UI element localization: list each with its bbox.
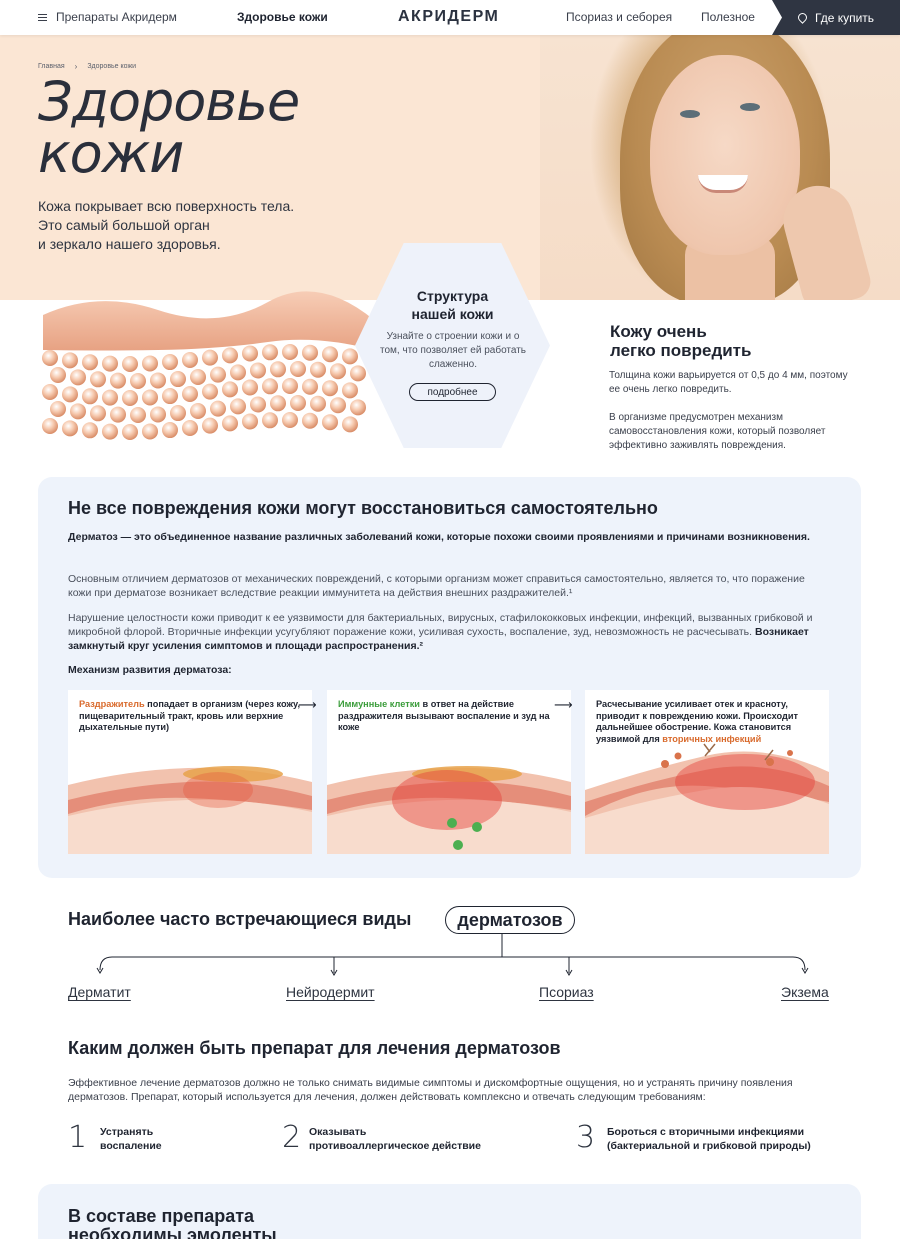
menu-button[interactable]: Препараты Акридерм	[38, 10, 177, 24]
logo[interactable]: АКРИДЕРМ	[398, 8, 500, 25]
menu-label: Препараты Акридерм	[56, 10, 177, 24]
types-pill: дерматозов	[445, 906, 575, 934]
top-navigation: Препараты Акридерм Здоровье кожи АКРИДЕР…	[0, 0, 900, 35]
types-title: Наиболее часто встречающиеся виды	[68, 909, 412, 929]
requirement-label: Бороться с вторичными инфекциями(бактери…	[607, 1126, 811, 1152]
skin-layers-illustration	[42, 291, 374, 440]
requirements-title: Каким должен быть препарат для лечения д…	[68, 1038, 561, 1058]
breadcrumb-separator-icon: ›	[74, 62, 78, 71]
nav-useful[interactable]: Полезное	[701, 10, 755, 24]
more-button[interactable]: подробнее	[409, 383, 496, 401]
damage-text-1: Толщина кожи варьируется от 0,5 до 4 мм,…	[609, 370, 848, 395]
type-link-psoriasis[interactable]: Псориаз	[539, 984, 594, 1000]
where-to-buy-label: Где купить	[815, 10, 875, 25]
stage-1-text: Раздражитель попадает в организм (через …	[79, 699, 301, 732]
mechanism-stage-3: Расчесывание усиливает отек и красноту, …	[585, 690, 829, 854]
dermatosis-paragraph-2: Основным отличием дерматозов от механиче…	[68, 573, 805, 599]
nav-psoriasis[interactable]: Псориаз и себорея	[566, 10, 673, 24]
stage-2-illustration	[327, 766, 571, 854]
arrow-icon: ⟶	[554, 697, 573, 712]
requirement-number: 1	[68, 1120, 88, 1155]
hero-subtitle: Кожа покрывает всю поверхность тела. Это…	[38, 198, 295, 252]
mechanism-stage-1: Раздражитель попадает в организм (через …	[68, 690, 312, 854]
stage-3-text: Расчесывание усиливает отек и красноту, …	[596, 699, 799, 744]
damage-text-2: В организме предусмотрен механизм самово…	[609, 412, 826, 451]
type-link-neurodermatitis[interactable]: Нейродермит	[286, 984, 375, 1000]
dermatosis-definition: Дерматоз — это объединенное название раз…	[68, 531, 810, 543]
mechanism-label: Механизм развития дерматоза:	[68, 664, 232, 676]
requirement-number: 2	[282, 1120, 302, 1155]
stage-2-text: Иммунные клетки в ответ на действие разд…	[338, 699, 550, 732]
nav-skin-health[interactable]: Здоровье кожи	[237, 10, 328, 24]
arrow-icon: ⟶	[298, 697, 317, 712]
type-link-eczema[interactable]: Экзема	[781, 984, 829, 1000]
burger-icon	[38, 13, 47, 21]
where-to-buy-button[interactable]: Где купить	[772, 0, 900, 35]
requirement-number: 3	[576, 1120, 596, 1155]
breadcrumb: Главная › Здоровье кожи	[38, 62, 136, 71]
location-pin-icon	[796, 11, 809, 24]
hero-woman-photo	[540, 35, 900, 300]
skin-structure-text: Узнайте о строении кожи и о том, что поз…	[379, 331, 527, 370]
emollients-card	[38, 1184, 861, 1239]
breadcrumb-current: Здоровье кожи	[87, 63, 137, 70]
types-tree-lines	[96, 934, 809, 976]
dermatosis-title: Не все повреждения кожи могут восстанови…	[68, 498, 658, 518]
dermatosis-paragraph-3: Нарушение целостности кожи приводит к ее…	[68, 612, 813, 652]
hero-section	[0, 35, 900, 300]
type-link-dermatitis[interactable]: Дерматит	[68, 984, 131, 1000]
breadcrumb-home[interactable]: Главная	[38, 63, 65, 70]
stage-3-illustration	[585, 743, 829, 854]
mechanism-stage-2: Иммунные клетки в ответ на действие разд…	[327, 690, 571, 854]
requirements-text: Эффективное лечение дерматозов должно не…	[68, 1077, 793, 1103]
stage-1-illustration	[68, 766, 312, 854]
